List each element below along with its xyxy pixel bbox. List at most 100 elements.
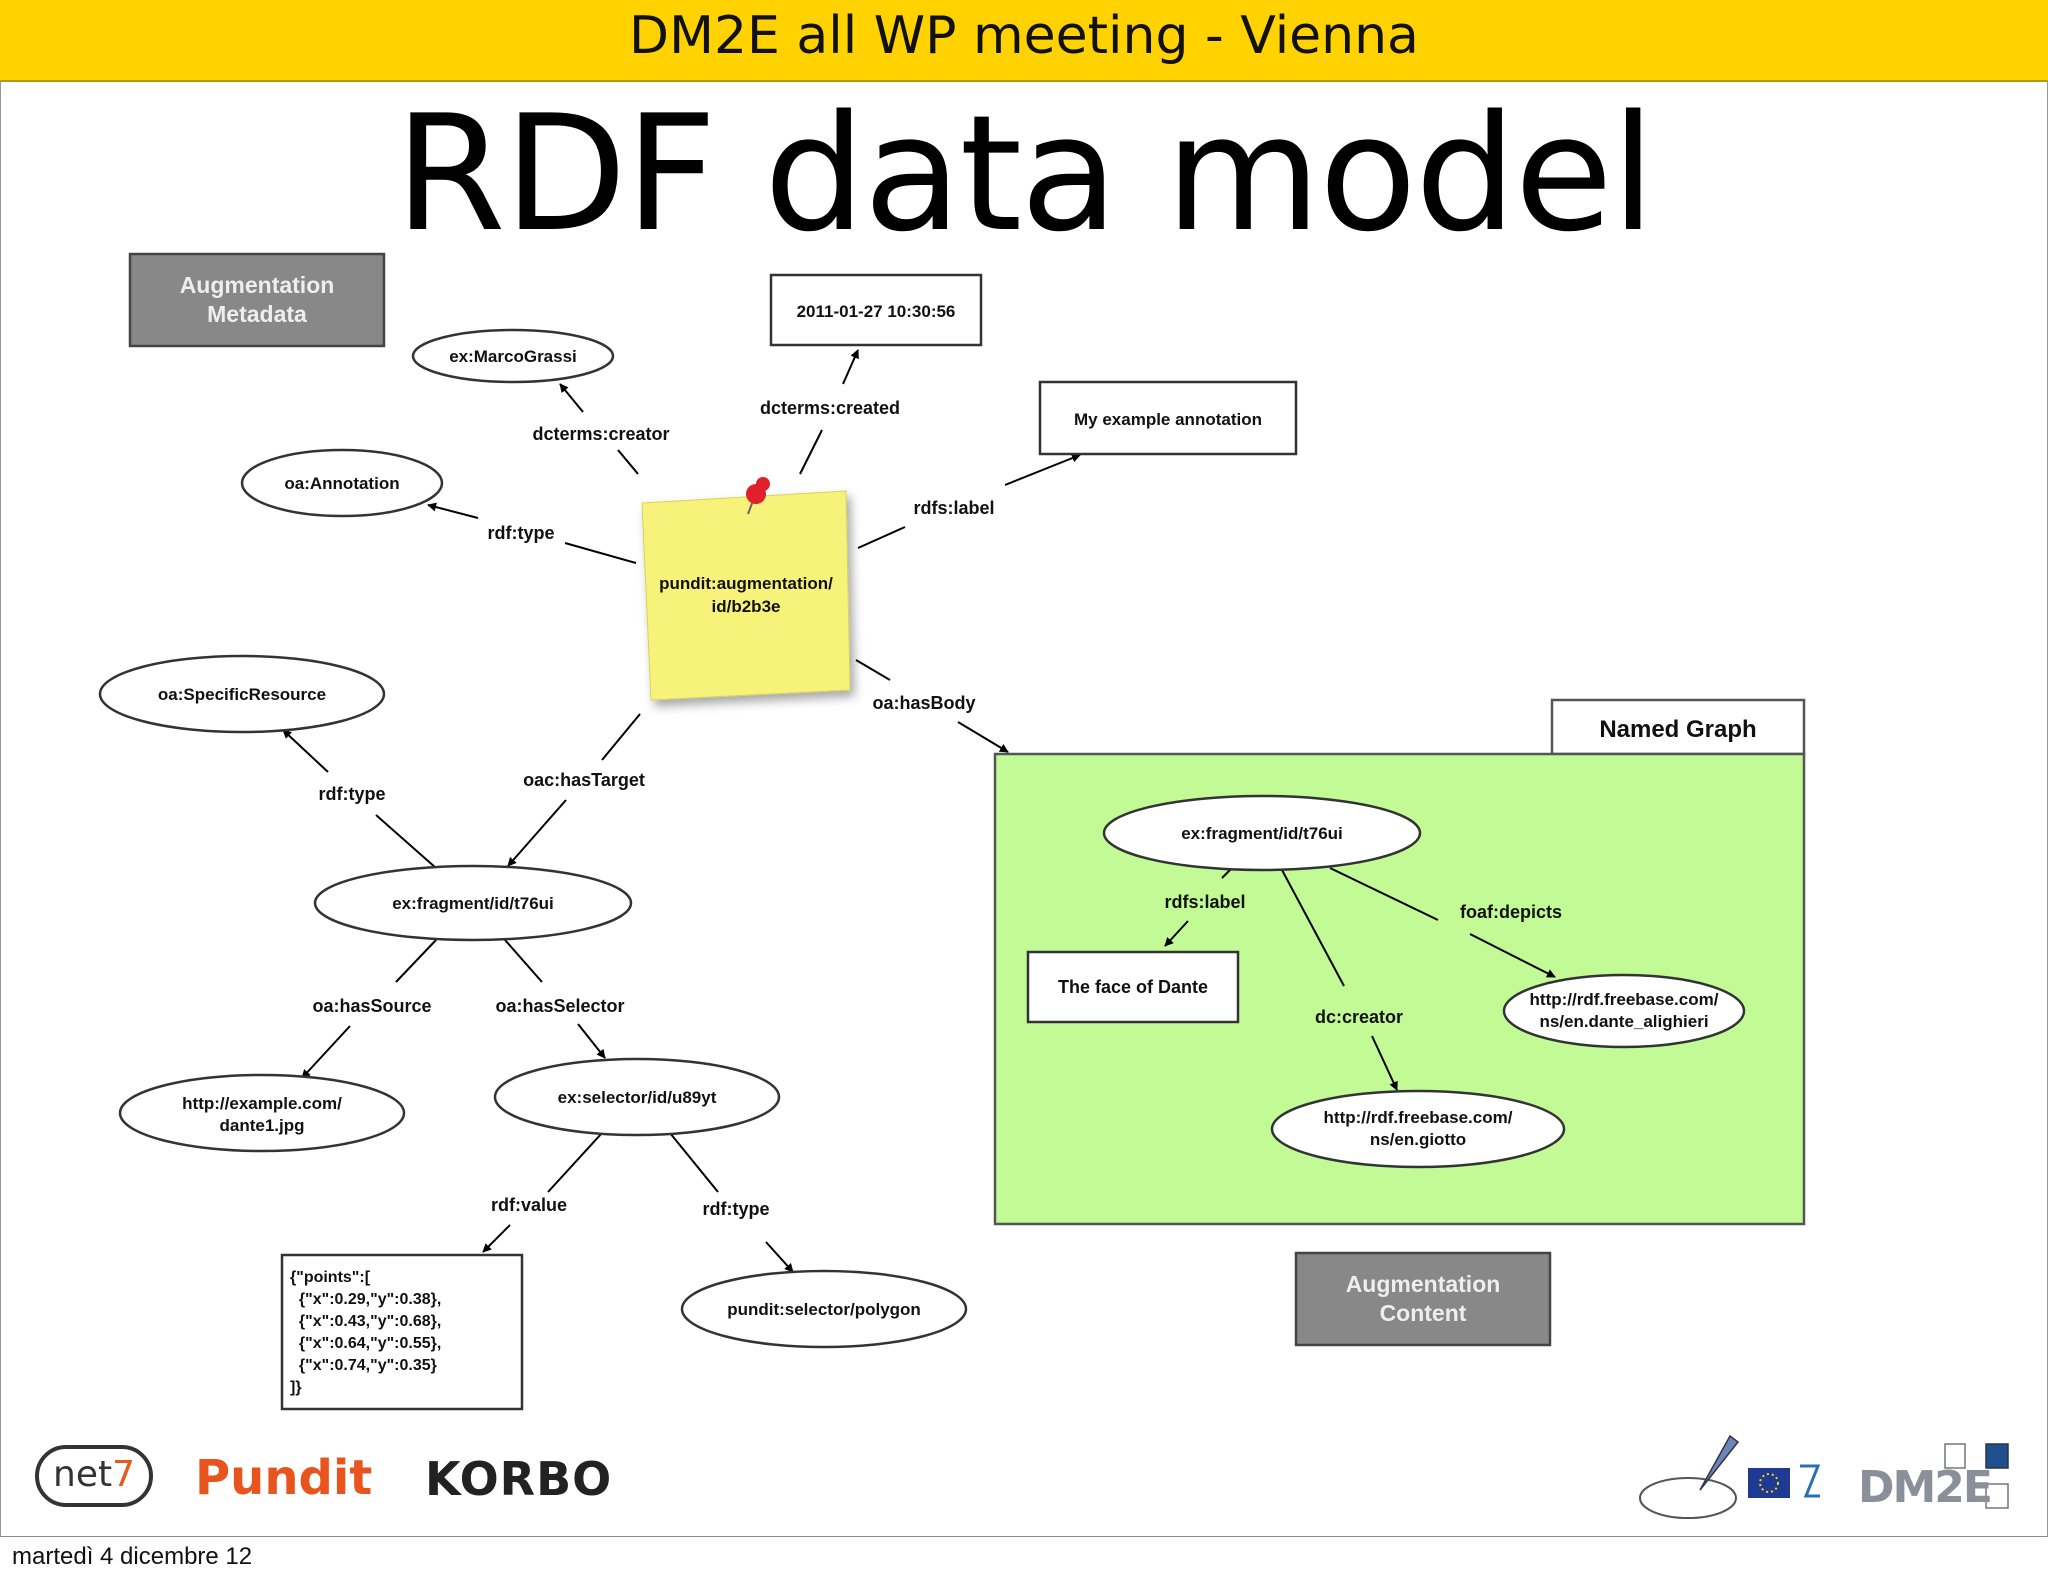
fp7-icon	[1800, 1464, 1821, 1498]
edge-label-rdf-value: rdf:value	[491, 1195, 567, 1215]
banner-title: DM2E all WP meeting - Vienna	[629, 6, 1419, 66]
literal-nodes	[280, 273, 1298, 1411]
example-jpg-node	[118, 1073, 406, 1153]
edge-label-rdfs-label-top: rdfs:label	[913, 498, 994, 518]
selector-label: ex:selector/id/u89yt	[558, 1088, 717, 1107]
edge-label-dcterms-created: dcterms:created	[760, 398, 900, 418]
document-icon-3	[1985, 1483, 2009, 1509]
augmentation-content-box	[1294, 1251, 1552, 1347]
korbo-logo: KORBO	[425, 1452, 613, 1506]
resource-nodes	[98, 328, 1746, 1349]
edge-dcterms-creator-tail	[617, 449, 639, 475]
edge-label-oac-hastarget: oac:hasTarget	[523, 770, 645, 790]
points-line: {"x":0.74,"y":0.35}	[290, 1357, 437, 1374]
edge-label-dcterms-creator: dcterms:creator	[532, 424, 669, 444]
pundit-logo: Pundit	[195, 1450, 373, 1506]
polygon-label: pundit:selector/polygon	[727, 1300, 921, 1319]
edge-rdfs-label-head	[1004, 453, 1081, 486]
sticky-note-paper	[641, 490, 851, 701]
example-jpg-label: http://example.com/dante1.jpg	[182, 1094, 342, 1135]
edge-oac-hastarget-head	[507, 799, 567, 867]
edge-labels: dcterms:creator dcterms:created rdfs:lab…	[312, 398, 1562, 1219]
fragment-left-node	[313, 864, 633, 942]
eu-stars-icon	[1759, 1473, 1779, 1493]
edge-rdf-type-top-tail	[564, 542, 637, 564]
edge-label-foaf-depicts: foaf:depicts	[1460, 902, 1562, 922]
net7-logo: net7	[35, 1445, 153, 1507]
slide-title: RDF data model	[394, 80, 1656, 267]
book-quill-icon	[1639, 1477, 1737, 1519]
fragment-right-label: ex:fragment/id/t76ui	[1181, 824, 1343, 843]
edge-label-oa-hasselector: oa:hasSelector	[495, 996, 624, 1016]
giotto-label: http://rdf.freebase.com/ns/en.giotto	[1324, 1108, 1513, 1149]
edge-rdf-value-tail	[547, 1132, 603, 1193]
oa-annotation-node	[240, 448, 444, 518]
edge-rdf-type-bottom-tail	[669, 1132, 719, 1193]
edge-label-oa-hasbody: oa:hasBody	[872, 693, 975, 713]
points-line: ]}	[290, 1379, 302, 1396]
date-node	[769, 273, 983, 347]
edge-oa-hasselector-head	[577, 1023, 606, 1059]
edge-dcterms-creator-head	[559, 383, 584, 413]
my-example-annotation-label: My example annotation	[1074, 410, 1262, 429]
edge-label-rdf-type-bottom: rdf:type	[703, 1199, 770, 1219]
points-line: {"x":0.64,"y":0.55},	[290, 1335, 441, 1352]
edge-dcterms-created-tail	[799, 429, 823, 475]
edge-oa-hassource-tail	[395, 939, 437, 983]
specific-resource-node	[98, 654, 386, 734]
edge-label-rdf-type-mid: rdf:type	[319, 784, 386, 804]
edge-rdfs-label-tail	[857, 526, 906, 549]
edge-dc-creator-head	[1371, 1035, 1398, 1091]
dante-alighieri-node	[1502, 973, 1746, 1049]
edge-oac-hastarget-tail	[601, 713, 641, 761]
edge-oa-hasbody-head	[957, 721, 1009, 753]
sticky-note: pundit:augmentation/id/b2b3e	[641, 477, 851, 701]
edge-rdf-type-top-head	[427, 502, 479, 519]
date-node-label: 2011-01-27 10:30:56	[797, 302, 956, 321]
emblem-logos	[1639, 1434, 2009, 1519]
edge-rdf-type-bottom-head	[765, 1241, 794, 1273]
edge-rdfs-label-graph-head	[1164, 920, 1189, 947]
edge-oa-hasselector-tail	[504, 939, 543, 983]
my-example-annotation-node	[1038, 380, 1298, 456]
document-icon-1	[1944, 1443, 1966, 1469]
eu-flag-icon	[1748, 1468, 1790, 1498]
edge-oa-hasbody-tail	[855, 659, 891, 681]
points-line: {"x":0.29,"y":0.38},	[290, 1291, 441, 1308]
points-node-label: {"points":[ {"x":0.29,"y":0.38}, {"x":0.…	[290, 1269, 441, 1396]
net7-logo-seven: 7	[112, 1454, 135, 1495]
edge-label-oa-hassource: oa:hasSource	[312, 996, 431, 1016]
edge-foaf-depicts-tail	[1329, 867, 1439, 921]
edge-dcterms-created-head	[842, 349, 859, 385]
dante-alighieri-label: http://rdf.freebase.com/ns/en.dante_alig…	[1530, 990, 1719, 1031]
net7-logo-text: net	[53, 1454, 113, 1495]
quill-icon	[1699, 1434, 1740, 1491]
giotto-node	[1270, 1089, 1566, 1169]
face-of-dante-label: The face of Dante	[1058, 977, 1208, 997]
marco-grassi-label: ex:MarcoGrassi	[449, 347, 577, 366]
edge-oa-hassource-head	[301, 1025, 351, 1079]
face-of-dante-node	[1026, 950, 1240, 1024]
fragment-right-node	[1102, 794, 1422, 872]
points-line: {"points":[	[290, 1269, 371, 1286]
edge-rdf-value-head	[482, 1224, 511, 1253]
edge-lines	[282, 349, 1556, 1273]
sticky-note-label: pundit:augmentation/id/b2b3e	[659, 574, 833, 616]
points-line: {"x":0.43,"y":0.68},	[290, 1313, 441, 1330]
pin-head	[756, 477, 770, 491]
named-graph-tab	[1550, 698, 1806, 756]
edge-rdf-type-mid-tail	[375, 814, 437, 869]
marco-grassi-node	[411, 328, 615, 384]
fragment-left-label: ex:fragment/id/t76ui	[392, 894, 554, 913]
edge-dc-creator-tail	[1281, 869, 1345, 987]
polygon-node	[680, 1269, 968, 1349]
document-icon-2	[1985, 1443, 2009, 1469]
header-banner: DM2E all WP meeting - Vienna	[0, 0, 2048, 82]
points-node	[280, 1253, 524, 1411]
named-graph-label: Named Graph	[1599, 716, 1756, 743]
edge-label-rdfs-label-graph: rdfs:label	[1164, 892, 1245, 912]
dm2e-logo: DM2E	[1858, 1462, 1993, 1513]
